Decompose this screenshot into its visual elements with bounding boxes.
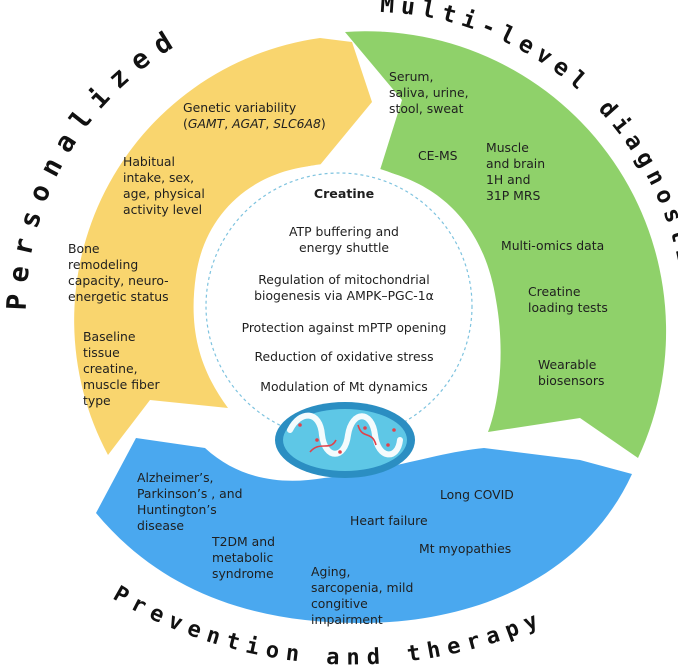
label-line: Mt myopathies	[419, 541, 512, 556]
label-line: and brain	[486, 156, 546, 171]
label-line: Creatine	[528, 284, 581, 299]
label-line: tissue	[83, 345, 120, 360]
multi-omics-label: Multi-omics data	[501, 238, 604, 254]
label-line: creatine,	[83, 361, 138, 376]
label-line: Serum,	[389, 69, 434, 84]
label-line: syndrome	[212, 566, 274, 581]
center-disc	[196, 163, 482, 449]
genetic-variability-title: Genetic variability	[183, 100, 297, 115]
label-line: capacity, neuro-	[68, 273, 169, 288]
mrs-label: Muscle and brain 1H and 31P MRS	[486, 140, 545, 204]
label-line: age, physical	[123, 186, 205, 201]
t2dm-label: T2DM and metabolic syndrome	[212, 534, 275, 582]
center-item-line: biogenesis via AMPK–PGC-1α	[254, 288, 434, 303]
label-line: Multi-omics data	[501, 238, 605, 253]
center-item-biogenesis: Regulation of mitochondrial biogenesis v…	[224, 272, 464, 304]
label-line: biosensors	[538, 373, 605, 388]
center-item-oxidative: Reduction of oxidative stress	[224, 349, 464, 365]
neurodegenerative-label: Alzheimer’s, Parkinson’s , and Huntingto…	[137, 470, 242, 534]
personalized-segment	[74, 38, 373, 455]
habitual-intake-label: Habitual intake, sex, age, physical acti…	[123, 154, 205, 218]
label-line: T2DM and	[212, 534, 275, 549]
long-covid-label: Long COVID	[440, 487, 514, 503]
center-item-line: energy shuttle	[298, 240, 390, 255]
loading-tests-label: Creatine loading tests	[528, 284, 608, 316]
label-line: Habitual	[123, 154, 175, 169]
center-item-line: Regulation of mitochondrial	[258, 272, 430, 287]
center-title: Creatine	[313, 186, 375, 201]
center-item-dynamics: Modulation of Mt dynamics	[224, 379, 464, 395]
mitochondrion-icon	[275, 402, 415, 478]
prevention-segment	[96, 438, 632, 623]
aging-label: Aging, sarcopenia, mild congitive impair…	[311, 564, 413, 628]
label-line: sarcopenia, mild	[311, 580, 414, 595]
ce-ms-label: CE-MS	[418, 148, 458, 164]
label-line: Baseline	[83, 329, 136, 344]
label-line: congitive	[311, 596, 368, 611]
gene-gamt: GAMT	[187, 116, 225, 131]
label-line: Long COVID	[440, 487, 514, 502]
label-line: Parkinson’s , and	[137, 486, 243, 501]
label-line: CE-MS	[418, 148, 458, 163]
genetic-variability-genes: (GAMT, AGAT, SLC6A8)	[183, 116, 326, 131]
label-line: 31P MRS	[486, 188, 541, 203]
mt-myopathies-label: Mt myopathies	[419, 541, 511, 557]
diagnostics-segment	[345, 31, 667, 459]
center-item-line: Reduction of oxidative stress	[254, 349, 434, 364]
genetic-variability-label: Genetic variability (GAMT, AGAT, SLC6A8)	[183, 100, 326, 132]
label-line: saliva, urine,	[389, 85, 469, 100]
baseline-tissue-label: Baseline tissue creatine, muscle fiber t…	[83, 329, 160, 409]
gene-slc6a8: SLC6A8	[273, 116, 321, 131]
label-line: activity level	[123, 202, 203, 217]
label-line: intake, sex,	[123, 170, 195, 185]
label-line: energetic status	[68, 289, 169, 304]
center-item-mptp: Protection against mPTP opening	[224, 320, 464, 336]
heart-failure-label: Heart failure	[350, 513, 428, 529]
center-item-line: Protection against mPTP opening	[241, 320, 447, 335]
biofluids-label: Serum, saliva, urine, stool, sweat	[389, 69, 469, 117]
label-line: disease	[137, 518, 185, 533]
label-line: Muscle	[486, 140, 529, 155]
label-line: Bone	[68, 241, 100, 256]
center-item-atp: ATP buffering and energy shuttle	[224, 224, 464, 256]
label-line: muscle fiber	[83, 377, 160, 392]
label-line: impairment	[311, 612, 383, 627]
label-line: type	[83, 393, 111, 408]
label-line: loading tests	[528, 300, 608, 315]
center-dashed-ring	[205, 172, 473, 440]
center-item-line: ATP buffering and	[289, 224, 399, 239]
label-line: Alzheimer’s,	[137, 470, 214, 485]
label-line: remodeling	[68, 257, 139, 272]
gene-agat: AGAT	[232, 116, 266, 131]
center-item-line: Modulation of Mt dynamics	[260, 379, 428, 394]
wearable-biosensors-label: Wearable biosensors	[538, 357, 604, 389]
label-line: stool, sweat	[389, 101, 464, 116]
label-line: Huntington’s	[137, 502, 217, 517]
label-line: 1H and	[486, 172, 531, 187]
bone-remodeling-label: Bone remodeling capacity, neuro- energet…	[68, 241, 169, 305]
label-line: Heart failure	[350, 513, 428, 528]
label-line: Aging,	[311, 564, 351, 579]
label-line: metabolic	[212, 550, 274, 565]
label-line: Wearable	[538, 357, 597, 372]
